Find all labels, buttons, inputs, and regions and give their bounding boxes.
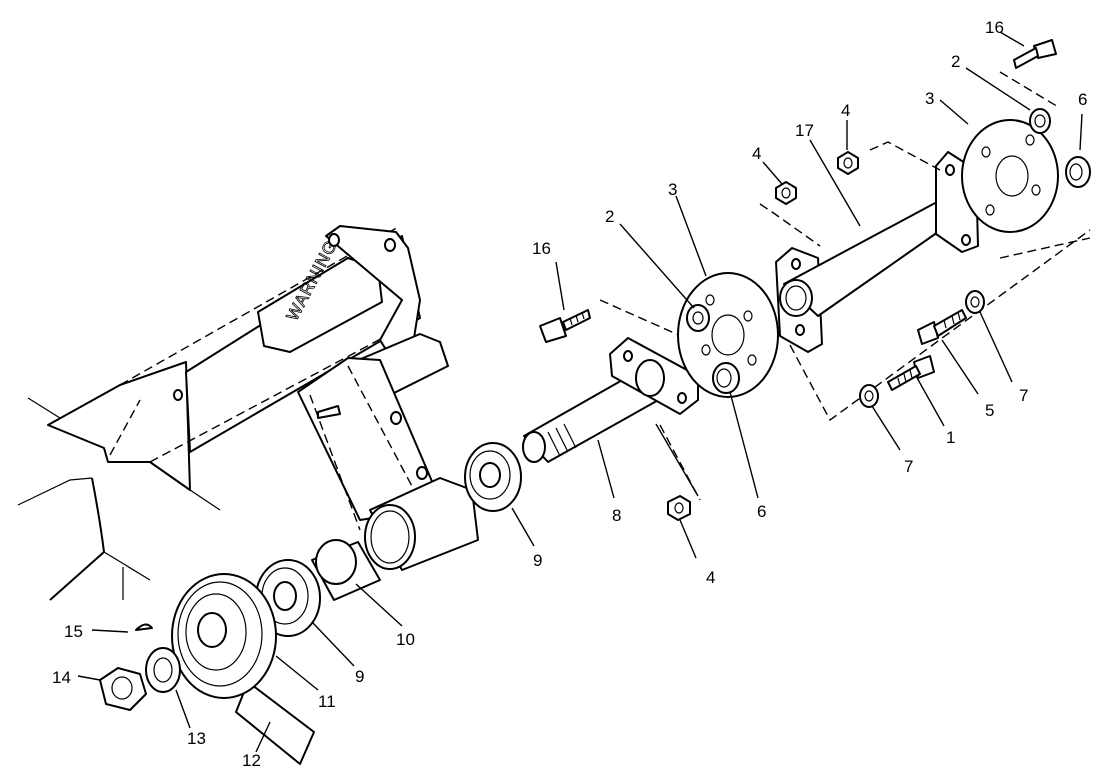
spindle-assembly: [522, 299, 701, 521]
axle-assembly: [759, 141, 1091, 422]
disc-middle: [677, 272, 779, 398]
hex-nut-14: [99, 667, 147, 711]
leader-lines: [77, 31, 1083, 753]
callout-11: 11: [318, 692, 336, 711]
callout-4-mid: 4: [752, 144, 761, 163]
callout-7-mid: 7: [904, 457, 913, 476]
callout-7-right: 7: [1019, 386, 1028, 405]
callout-3-top: 3: [925, 89, 934, 108]
callout-16-top: 16: [985, 18, 1004, 37]
callout-16-mid: 16: [532, 239, 551, 258]
belt: [235, 681, 315, 765]
callout-labels: 16 2 3 6 4 17 4 3 2 16 7 5 1 7 6 8 4 9 1…: [52, 18, 1087, 770]
disc-right: [961, 119, 1059, 233]
callout-5: 5: [985, 401, 994, 420]
callout-3-mid: 3: [668, 180, 677, 199]
callout-12: 12: [242, 751, 261, 770]
callout-4-low: 4: [706, 568, 715, 587]
callout-1: 1: [946, 428, 955, 447]
callout-4-top: 4: [841, 101, 850, 120]
callout-8: 8: [612, 506, 621, 525]
disc-assembly-right: [859, 39, 1091, 408]
disc-assembly-middle: [539, 272, 779, 398]
callout-10: 10: [396, 630, 415, 649]
pulley-stack: [99, 442, 522, 765]
callout-2-mid: 2: [605, 207, 614, 226]
callout-9-upper: 9: [533, 551, 542, 570]
callout-17: 17: [795, 121, 814, 140]
callout-6-mid: 6: [757, 502, 766, 521]
callout-9-lower: 9: [355, 667, 364, 686]
callout-2-top: 2: [951, 52, 960, 71]
callout-14: 14: [52, 668, 71, 687]
housing-assembly: WARNING: [17, 225, 479, 601]
callout-6-top: 6: [1078, 90, 1087, 109]
callout-15: 15: [64, 622, 83, 641]
callout-13: 13: [187, 729, 206, 748]
key: [135, 623, 153, 631]
washer-13: [145, 647, 181, 693]
